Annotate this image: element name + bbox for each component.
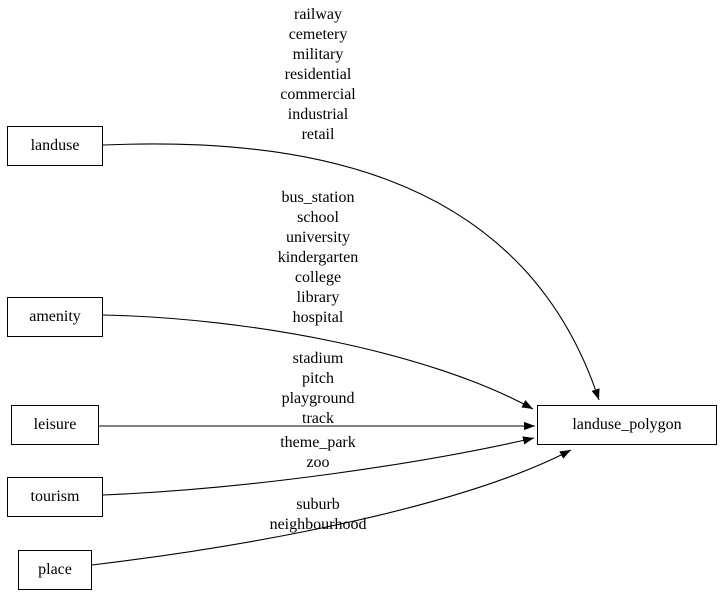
node-landuse: landuse [7, 126, 103, 166]
edge-label-landuse: railway cemetery military residential co… [280, 6, 356, 143]
edge-landuse-to-landuse_polygon [102, 143, 600, 401]
edge-label-tourism: theme_park zoo [280, 434, 356, 471]
edge-label-amenity: bus_station school university kindergart… [277, 189, 359, 326]
edge-label-place: suburb neighbourhood [269, 496, 367, 533]
edge-label-leisure: stadium pitch playground track [281, 350, 355, 427]
edge-amenity-to-landuse_polygon [102, 314, 534, 410]
node-tourism: tourism [7, 477, 103, 517]
node-amenity: amenity [7, 297, 103, 337]
edge-place-to-landuse_polygon [91, 449, 572, 566]
node-landuse_polygon: landuse_polygon [537, 405, 717, 445]
node-place: place [18, 550, 92, 590]
node-leisure: leisure [11, 405, 99, 445]
edge-tourism-to-landuse_polygon [102, 436, 535, 496]
